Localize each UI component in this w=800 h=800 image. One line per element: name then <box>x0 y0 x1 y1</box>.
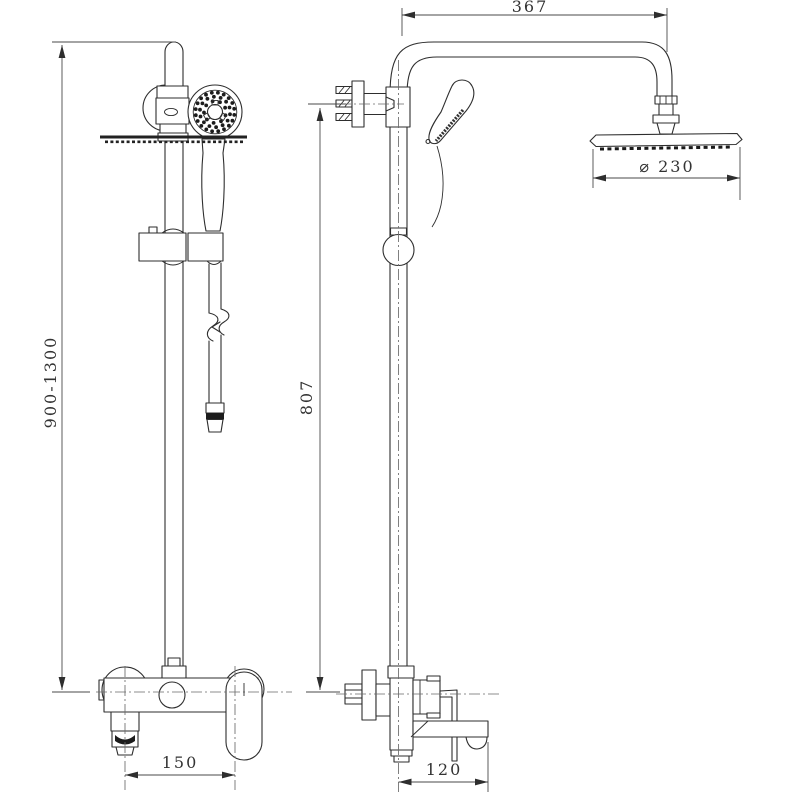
dim-label-head-diameter: ⌀ 230 <box>639 157 694 176</box>
hand-shower-handle <box>201 138 226 232</box>
overhead-plate-side <box>589 132 743 148</box>
shower-hose <box>205 262 230 433</box>
wall-bracket <box>335 80 411 128</box>
hand-shower-holder-clamp <box>155 85 190 142</box>
overhead-plate-nozzles-side <box>599 145 733 151</box>
dim-label-spout-depth: 120 <box>426 760 463 779</box>
dim-label-riser-height: 807 <box>297 379 316 416</box>
mounting-screws <box>335 85 353 122</box>
riser-pipe-side <box>389 94 408 668</box>
dim-height-range: 900-1300 <box>41 41 176 693</box>
valve-body-side <box>389 677 414 751</box>
overhead-shower-side <box>589 95 743 151</box>
diverter-knob <box>158 681 186 709</box>
cartridge-cap <box>412 679 441 715</box>
hand-shower-head <box>187 84 243 140</box>
dim-label-arm-reach: 367 <box>512 0 549 16</box>
slider-clamp <box>138 226 224 266</box>
hand-shower-center-ornament <box>202 100 228 121</box>
overhead-plate-front <box>100 135 247 144</box>
riser-base-collar <box>161 665 187 679</box>
dim-arm-reach: 367 <box>401 0 668 52</box>
dim-spout-depth: 120 <box>398 742 489 792</box>
shower-arm <box>389 41 673 97</box>
mixer-valve-front <box>96 657 292 790</box>
dim-inlet-spacing: 150 <box>125 753 235 779</box>
dim-riser-height: 807 <box>297 103 346 693</box>
side-view: 367 ⌀ 230 807 120 <box>297 0 743 792</box>
hand-shower-side <box>425 79 475 228</box>
bracket-cone <box>385 96 395 112</box>
riser-base-collar-side <box>387 665 415 679</box>
dim-label-height-range: 900-1300 <box>41 336 60 429</box>
dim-label-inlet-spacing: 150 <box>162 753 199 772</box>
ball-joint <box>656 122 676 135</box>
tub-spout-side <box>412 720 489 738</box>
lever-handle-side <box>439 689 458 762</box>
hand-shower-spray-dots <box>193 90 237 134</box>
wall-escutcheon-side <box>361 669 377 721</box>
front-view: 900-1300 150 <box>41 41 292 790</box>
spout-mouth <box>465 736 488 750</box>
mixer-valve-side <box>336 665 500 763</box>
dim-head-diameter: ⌀ 230 <box>592 147 741 200</box>
